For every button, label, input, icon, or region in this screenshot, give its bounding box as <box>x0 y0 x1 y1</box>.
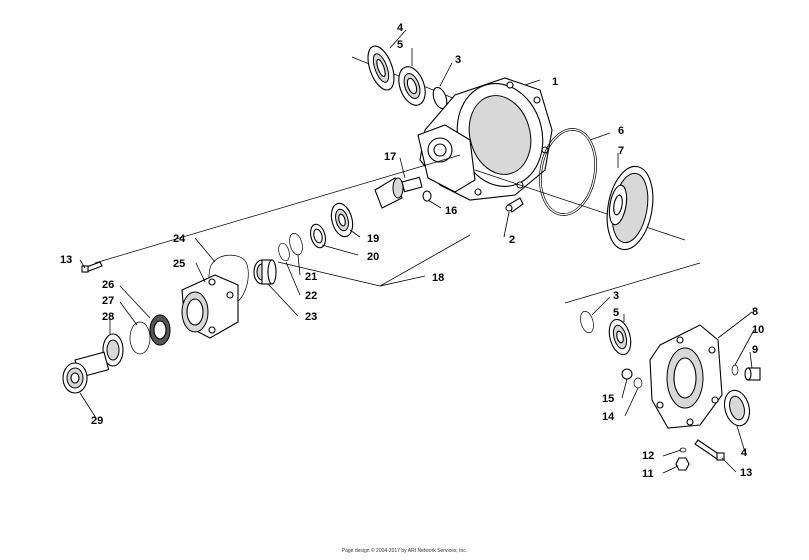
callout-24: 24 <box>173 233 186 245</box>
bushing-16 <box>422 190 432 202</box>
callout-2: 2 <box>509 234 515 246</box>
callout-5-top: 5 <box>397 39 403 51</box>
gasket-6 <box>539 128 597 216</box>
seal-4-right <box>723 389 751 427</box>
callout-13-left: 13 <box>60 254 72 266</box>
callout-23: 23 <box>305 311 317 323</box>
bearing-5-top <box>398 66 426 106</box>
bearing-19 <box>330 202 354 238</box>
callout-labels: 4 5 3 1 6 7 17 16 2 19 20 21 22 23 18 24… <box>60 22 764 480</box>
callout-3-right: 3 <box>613 290 619 302</box>
callout-6: 6 <box>618 125 624 137</box>
callout-27: 27 <box>102 295 114 307</box>
seal-28 <box>102 333 124 367</box>
callout-16: 16 <box>445 205 457 217</box>
callout-3-top: 3 <box>455 54 461 66</box>
bearing-23 <box>253 259 277 285</box>
washer-14 <box>633 377 643 389</box>
bolt-13-left <box>81 261 103 273</box>
shim-22 <box>278 242 290 262</box>
callout-1: 1 <box>552 76 558 88</box>
callout-8: 8 <box>752 306 758 318</box>
leader-lines <box>79 29 755 474</box>
callout-15: 15 <box>602 393 614 405</box>
callout-4-right: 4 <box>741 447 748 459</box>
callout-14: 14 <box>602 411 615 423</box>
ring-3-right <box>580 310 594 334</box>
callout-9: 9 <box>752 344 758 356</box>
callout-19: 19 <box>367 233 379 245</box>
plug-15 <box>621 368 633 380</box>
callout-22: 22 <box>305 290 317 302</box>
callout-29: 29 <box>91 415 103 427</box>
snap-ring-21 <box>289 232 303 256</box>
cover-8 <box>649 324 723 429</box>
callout-26: 26 <box>102 279 114 291</box>
output-yoke-29 <box>62 351 110 394</box>
callout-28: 28 <box>102 311 114 323</box>
cover-25 <box>181 274 239 339</box>
spacer-20 <box>310 223 326 249</box>
bearing-5-right <box>608 318 632 356</box>
callout-18: 18 <box>432 272 444 284</box>
housing-1 <box>417 77 553 201</box>
callout-11: 11 <box>642 468 654 480</box>
snap-ring-27 <box>129 321 151 355</box>
bearing-26 <box>149 314 171 346</box>
callout-10: 10 <box>752 324 764 336</box>
callout-25: 25 <box>173 258 185 270</box>
callout-20: 20 <box>367 251 379 263</box>
callout-4-top: 4 <box>397 22 404 34</box>
callout-5-right: 5 <box>613 307 619 319</box>
callout-17: 17 <box>384 151 396 163</box>
vent-fitting-2 <box>505 197 524 213</box>
plug-9 <box>744 367 761 381</box>
callout-12: 12 <box>642 450 654 462</box>
callout-7: 7 <box>618 145 624 157</box>
ring-gear-7 <box>474 165 686 251</box>
washer-10 <box>731 364 739 376</box>
seal-4-top <box>351 45 471 106</box>
copyright-footer: Page design © 2004-2017 by ARI Network S… <box>341 548 468 554</box>
callout-13-right: 13 <box>740 467 752 479</box>
nut-11 <box>675 457 690 471</box>
pinion-gear-17 <box>374 176 423 209</box>
callout-21: 21 <box>305 271 317 283</box>
bolt-13-right <box>694 439 725 461</box>
